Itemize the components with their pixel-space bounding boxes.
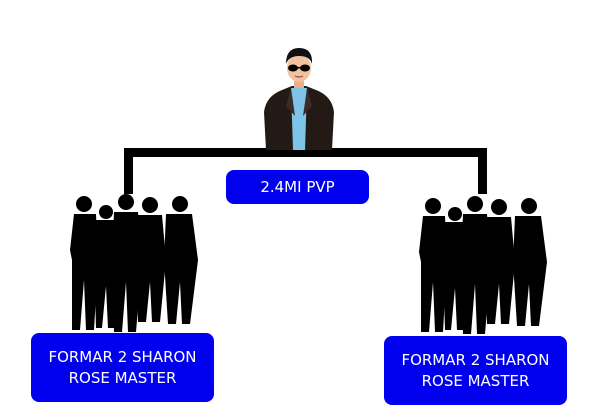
man-with-sunglasses-icon xyxy=(264,48,334,150)
left-team-label-line2: ROSE MASTER xyxy=(68,368,177,387)
left-vertical-connector xyxy=(124,148,133,194)
group-silhouette-icon xyxy=(419,196,547,334)
center-label-box: 2.4MI PVP xyxy=(226,170,369,204)
right-team-label-line2: ROSE MASTER xyxy=(421,371,530,390)
horizontal-connector xyxy=(124,148,487,157)
right-team-label-line1: FORMAR 2 SHARON xyxy=(401,350,550,369)
center-label: 2.4MI PVP xyxy=(260,178,335,196)
right-vertical-connector xyxy=(478,148,487,194)
left-team-label-box: FORMAR 2 SHARON ROSE MASTER xyxy=(31,333,214,402)
left-team-label-line1: FORMAR 2 SHARON xyxy=(48,347,197,366)
group-silhouette-icon xyxy=(70,194,198,332)
right-team-label-box: FORMAR 2 SHARON ROSE MASTER xyxy=(384,336,567,405)
